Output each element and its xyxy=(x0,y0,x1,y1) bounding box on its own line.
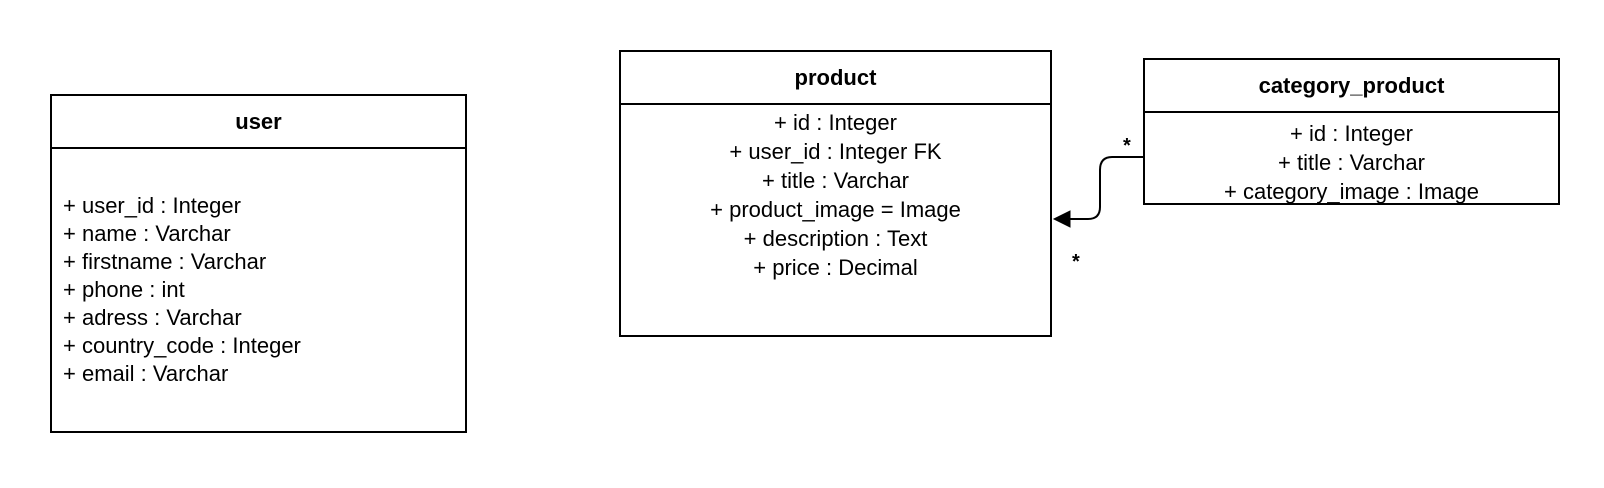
attribute-phone: + phone : int xyxy=(63,277,185,302)
attribute-title: + title : Varchar xyxy=(762,168,909,193)
attribute-firstname: + firstname : Varchar xyxy=(63,249,267,274)
attribute-adress: + adress : Varchar xyxy=(63,305,242,330)
attribute-name: + name : Varchar xyxy=(63,221,231,246)
association-line xyxy=(1068,156,1143,220)
class-name-category-product: category_product xyxy=(1145,60,1558,113)
attribute-user-id-fk: + user_id : Integer FK xyxy=(729,139,942,164)
class-product: product + id : Integer + user_id : Integ… xyxy=(619,50,1052,337)
attribute-email: + email : Varchar xyxy=(63,361,229,386)
class-category-product: category_product + id : Integer + title … xyxy=(1143,58,1560,205)
attribute-id: + id : Integer xyxy=(774,110,897,135)
class-attributes-user: + user_id : Integer + name : Varchar + f… xyxy=(52,149,465,388)
attribute-product-image: + product_image = Image xyxy=(710,197,961,222)
multiplicity-label-product-end: * xyxy=(1072,251,1080,273)
attribute-category-image: + category_image : Image xyxy=(1224,179,1479,204)
attribute-title: + title : Varchar xyxy=(1278,150,1425,175)
attribute-description: + description : Text xyxy=(743,226,928,251)
class-name-product: product xyxy=(621,52,1050,105)
attribute-country-code: + country_code : Integer xyxy=(63,333,301,358)
attribute-user-id: + user_id : Integer xyxy=(63,193,241,218)
arrowhead-icon xyxy=(1052,210,1071,228)
multiplicity-label-category-end: * xyxy=(1123,135,1131,157)
class-attributes-product: + id : Integer + user_id : Integer FK + … xyxy=(621,105,1050,282)
class-name-user: user xyxy=(52,96,465,149)
attribute-price: + price : Decimal xyxy=(753,255,918,280)
attribute-id: + id : Integer xyxy=(1290,121,1413,146)
class-attributes-category-product: + id : Integer + title : Varchar + categ… xyxy=(1145,113,1558,206)
class-user: user + user_id : Integer + name : Varcha… xyxy=(50,94,467,433)
